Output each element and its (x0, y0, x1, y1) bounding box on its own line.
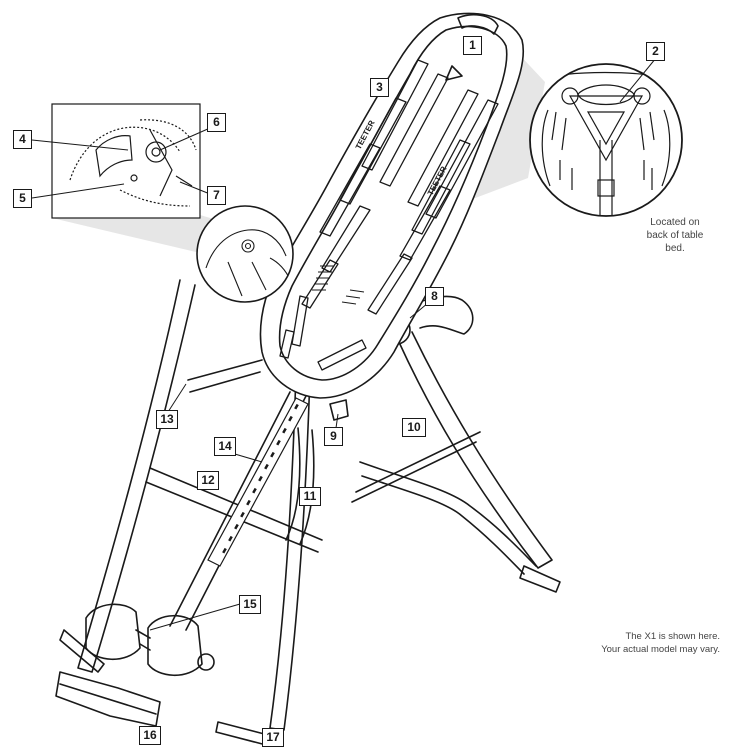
callout-10: 10 (402, 418, 426, 437)
table-bed (259, 12, 524, 399)
bed-logo (445, 65, 463, 81)
callout-7: 7 (207, 186, 226, 205)
callout-6: 6 (207, 113, 226, 132)
callout-17: 17 (262, 728, 284, 747)
callout-15: 15 (239, 595, 261, 614)
model-note: The X1 is shown here. Your actual model … (601, 631, 720, 655)
callout-1: 1 (463, 36, 482, 55)
callout-12: 12 (197, 471, 219, 490)
callout-11: 11 (299, 487, 321, 506)
detail-inset-hinge (51, 103, 201, 219)
front-foot-left (59, 629, 105, 673)
back-of-bed-note: Located on back of table bed. (646, 217, 704, 254)
adjustment-bar (207, 397, 309, 567)
callout-3: 3 (370, 78, 389, 97)
detail-circle-hinge (196, 205, 294, 303)
callout-9: 9 (324, 427, 343, 446)
rear-brace (351, 431, 481, 503)
ankle-holder (85, 603, 215, 676)
rear-foot (519, 565, 561, 593)
upper-crossbar (187, 359, 263, 393)
callout-4: 4 (13, 130, 32, 149)
rear-leg-curve (359, 461, 537, 575)
bed-vents (312, 265, 365, 305)
rear-leg (397, 331, 553, 569)
callout-16: 16 (139, 726, 161, 745)
bed-slots (279, 59, 499, 371)
callout-5: 5 (13, 189, 32, 208)
bed-outline (259, 12, 524, 399)
leader-lines (31, 57, 657, 631)
callout-8: 8 (425, 287, 444, 306)
callout-13: 13 (156, 410, 178, 429)
callout-14: 14 (214, 437, 236, 456)
ratchet-pin (329, 399, 349, 421)
callout-2: 2 (646, 42, 665, 61)
detail-circle-back (529, 63, 683, 217)
